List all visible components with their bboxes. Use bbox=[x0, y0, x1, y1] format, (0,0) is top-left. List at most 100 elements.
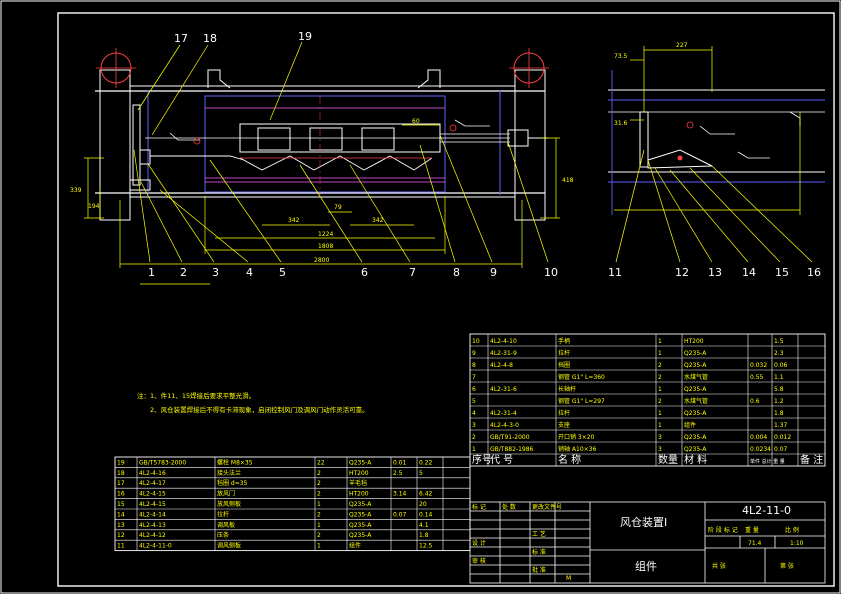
bom-cell: 19 bbox=[117, 459, 125, 466]
bom-cell: Q235-A bbox=[684, 386, 707, 393]
bom-cell: Q235-A bbox=[349, 501, 372, 508]
dim-1224: 1224 bbox=[318, 231, 333, 238]
dim-60: 60 bbox=[412, 118, 420, 125]
bom-cell: 组件 bbox=[684, 421, 696, 429]
drawing-subtitle: 组件 bbox=[635, 559, 657, 573]
bom-cell: 0.07 bbox=[774, 446, 788, 453]
bom-cell: 接头法兰 bbox=[217, 469, 241, 477]
bom-cell: 7 bbox=[472, 374, 476, 381]
drawing-title: 风仓装置Ⅰ bbox=[620, 515, 667, 529]
bom-cell: Q235-A bbox=[349, 459, 372, 466]
bom-cell: GB/T5783-2000 bbox=[139, 459, 186, 466]
tb-mass: 71.4 bbox=[748, 540, 762, 547]
bom-cell: 1.1 bbox=[774, 374, 784, 381]
bom-cell: 钢管 G1" L=297 bbox=[558, 397, 605, 405]
bom-cell: 放风侧板 bbox=[217, 500, 241, 508]
bom-cell: 水煤气管 bbox=[684, 397, 708, 405]
bom-cell: 1 bbox=[317, 501, 321, 508]
bom-cell: 1.8 bbox=[419, 532, 429, 539]
bom-cell: Q235-A bbox=[684, 434, 707, 441]
bom-cell: 1.37 bbox=[774, 422, 788, 429]
bom-cell: 放风门 bbox=[217, 490, 235, 498]
dim-79: 79 bbox=[334, 204, 342, 211]
bom-cell: 13 bbox=[117, 522, 125, 529]
callout-14: 14 bbox=[742, 266, 756, 279]
bom-cell: 3 bbox=[658, 434, 662, 441]
bom-cell: 1 bbox=[317, 543, 321, 550]
bom-cell: Q235-A bbox=[349, 522, 372, 529]
callouts: 1 2 3 4 5 6 7 8 9 10 11 12 13 14 15 16 1… bbox=[148, 30, 821, 279]
bom-cell: 4L2-4-10 bbox=[490, 338, 517, 345]
bom-header-cell: 单件 总计 重 量 bbox=[750, 458, 785, 465]
bom-cell: 1.8 bbox=[774, 410, 784, 417]
bom-header-cell: 名 称 bbox=[558, 453, 581, 466]
bom-cell: 8 bbox=[472, 362, 476, 369]
bom-cell: 1 bbox=[658, 386, 662, 393]
bom-cell: 0.012 bbox=[774, 434, 791, 441]
bom-cell: 0.55 bbox=[750, 374, 764, 381]
bom-cell: 水煤气管 bbox=[684, 373, 708, 381]
bom-cell: 18 bbox=[117, 470, 125, 477]
bom-cell: 毡圈 d=35 bbox=[217, 479, 248, 487]
bom-cell: 1.5 bbox=[774, 338, 784, 345]
bom-cell: Q235-A bbox=[684, 350, 707, 357]
bom-cell: 4 bbox=[472, 410, 476, 417]
callout-9: 9 bbox=[490, 266, 497, 279]
front-view bbox=[84, 41, 560, 285]
bom-header-cell: 材 料 bbox=[684, 453, 707, 466]
bom-cell: 12.5 bbox=[419, 543, 433, 550]
bom-cell: 4L2-31-6 bbox=[490, 386, 517, 393]
bom-cell: 4L2-4-16 bbox=[139, 470, 166, 477]
title-block-text: 标 记 处 数 更改文件号 设 计 审 核 工 艺 标 准 批 准 M 风仓装置… bbox=[472, 503, 804, 582]
title-block bbox=[469, 501, 826, 584]
tb-standard: 标 准 bbox=[532, 548, 546, 556]
note-line-1: 注：1、件11、15焊接后要求平整光滑。 bbox=[137, 391, 255, 400]
callout-10: 10 bbox=[544, 266, 558, 279]
callout-16: 16 bbox=[807, 266, 821, 279]
callout-11: 11 bbox=[608, 266, 622, 279]
bom-cell: 1 bbox=[658, 350, 662, 357]
bom-cell: 0.06 bbox=[774, 362, 788, 369]
bom-cell: 支座 bbox=[558, 421, 570, 429]
tb-process: 工 艺 bbox=[532, 530, 546, 538]
bom-cell: HT200 bbox=[349, 470, 369, 477]
bom-cell: 22 bbox=[317, 459, 325, 466]
bom-cell: 2 bbox=[317, 470, 321, 477]
dim-342-right: 342 bbox=[372, 217, 384, 224]
tb-mass-label: 重 量 bbox=[745, 526, 759, 534]
bom-cell: 6.42 bbox=[419, 491, 433, 498]
bom-cell: 1 bbox=[317, 522, 321, 529]
bom-cell: 长轴杆 bbox=[558, 385, 576, 393]
dim-418: 418 bbox=[562, 177, 574, 184]
dim-2800: 2800 bbox=[314, 257, 329, 264]
bom-cell: 螺栓 M8×35 bbox=[217, 458, 253, 466]
bom-cell: Q235-A bbox=[349, 511, 372, 518]
tb-stage-label: 阶 段 标 记 bbox=[708, 526, 738, 534]
dim-227: 227 bbox=[676, 42, 688, 49]
callout-7: 7 bbox=[409, 266, 416, 279]
callout-13: 13 bbox=[708, 266, 722, 279]
bom-cell: 4L2-4-11-0 bbox=[139, 543, 172, 550]
bom-cell: 调风板 bbox=[217, 521, 235, 529]
tb-sheets-total: 共 张 bbox=[712, 562, 726, 570]
bom-cell: Q235-A bbox=[684, 446, 707, 453]
bom-cell: 14 bbox=[117, 511, 125, 518]
tb-designer: 设 计 bbox=[472, 539, 486, 547]
tb-checker: 审 核 bbox=[472, 557, 486, 565]
bom-cell: 销轴 A10×36 bbox=[558, 445, 596, 453]
callout-12: 12 bbox=[675, 266, 689, 279]
bom-header-cell: 数量 bbox=[658, 453, 678, 466]
tb-count: 处 数 bbox=[502, 503, 516, 511]
bom-header-cell: 备 注 bbox=[800, 453, 823, 466]
dim-31-6: 31.6 bbox=[614, 120, 628, 127]
bom-cell: 5.8 bbox=[774, 386, 784, 393]
bom-cell: GB/T91-2000 bbox=[490, 434, 530, 441]
bom-cell: 4L2-4-3-0 bbox=[490, 422, 519, 429]
bom-cell: 3 bbox=[658, 446, 662, 453]
side-view bbox=[608, 46, 825, 263]
bom-cell: 调风侧板 bbox=[217, 542, 241, 550]
bom-cell: 11 bbox=[117, 543, 125, 550]
bom-cell: 手柄 bbox=[558, 337, 570, 345]
